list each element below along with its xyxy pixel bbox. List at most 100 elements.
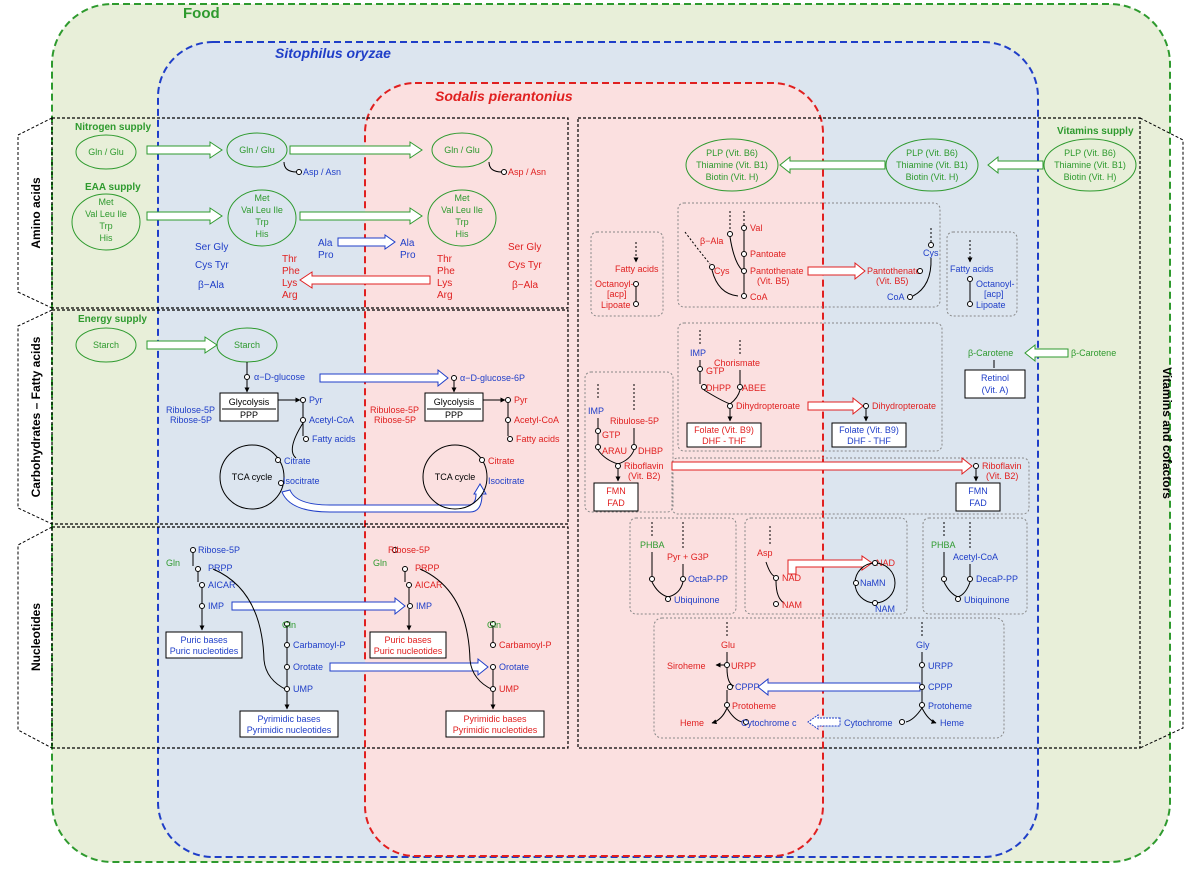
sym-thiamine: Thiamine (Vit. B1) bbox=[696, 160, 768, 170]
folate-dhpp: DHPP bbox=[706, 383, 731, 393]
host-beta-ala: β−Ala bbox=[198, 280, 224, 291]
host-ubi-acetyl-coa: Acetyl-CoA bbox=[953, 552, 998, 562]
sym-carbamoyl-node bbox=[490, 642, 496, 648]
host-pantothenate: Pantothenate bbox=[867, 266, 921, 276]
heme-glu: Glu bbox=[721, 640, 735, 650]
protoheme-to-heme bbox=[711, 707, 728, 725]
sym-heme: Heme bbox=[680, 718, 704, 728]
host-fad: FAD bbox=[969, 498, 987, 508]
host-asp-path bbox=[283, 161, 298, 173]
host-protoheme-node bbox=[919, 702, 925, 708]
sym-ump-node bbox=[490, 686, 496, 692]
sym-fmn-box bbox=[593, 482, 639, 512]
host-folate: Folate (Vit. B9) bbox=[839, 425, 899, 435]
folate-panel bbox=[677, 322, 943, 452]
starch-import-arrow bbox=[146, 336, 218, 354]
dihydropteroate-transfer-arrow bbox=[807, 396, 864, 416]
host-tca-circle bbox=[219, 444, 285, 510]
host-biotin: Biotin (Vit. H) bbox=[906, 172, 959, 182]
title-food: Food bbox=[183, 5, 220, 22]
sym-ubiquinone-node bbox=[665, 596, 671, 602]
host-cppp-node bbox=[919, 684, 925, 690]
host-phba: PHBA bbox=[931, 540, 956, 550]
sym-nuc-gln: Gln bbox=[373, 558, 387, 568]
host-citrate: Citrate bbox=[284, 456, 311, 466]
vitamins-supply-label: Vitamins supply bbox=[1057, 126, 1134, 137]
sym-nam-node bbox=[773, 601, 779, 607]
host-coa-node bbox=[907, 294, 913, 300]
dhpp-abee-merge bbox=[703, 389, 741, 405]
folate-abee: ABEE bbox=[742, 383, 766, 393]
nitrogen-supply-label: Nitrogen supply bbox=[75, 122, 152, 133]
host-orotate: Orotate bbox=[293, 662, 323, 672]
host-nuc-gln2: Gln bbox=[282, 620, 296, 630]
sym-siroheme: Siroheme bbox=[667, 661, 706, 671]
host-cppp: CPPP bbox=[928, 682, 953, 692]
sym-riboflavin-b2: (Vit. B2) bbox=[628, 471, 660, 481]
host-ubiquinone-node bbox=[955, 596, 961, 602]
section-frame-vitamins bbox=[1139, 117, 1184, 749]
host-ala: Ala bbox=[318, 238, 333, 249]
host-vit-ellipse bbox=[885, 138, 979, 192]
sym-asp-asn: Asp / Asn bbox=[508, 167, 546, 177]
sym-dhf-thf: DHF - THF bbox=[702, 436, 746, 446]
host-pro: Pro bbox=[318, 250, 334, 261]
sym-lys: Lys bbox=[437, 278, 452, 289]
food-trp: Trp bbox=[99, 221, 112, 231]
sym-riboflavin: Riboflavin bbox=[624, 461, 664, 471]
host-prpp-orotate-path bbox=[212, 568, 288, 691]
nad-to-nam bbox=[775, 580, 785, 604]
host-puric-box bbox=[165, 631, 243, 659]
sym-glycolysis-box bbox=[424, 392, 484, 422]
food-beta-carotene: β-Carotene bbox=[1071, 348, 1116, 358]
host-ubiquinone: Ubiquinone bbox=[964, 595, 1010, 605]
sym-acetyl-coa: Acetyl-CoA bbox=[514, 415, 559, 425]
sym-fa-node bbox=[507, 436, 513, 442]
host-protoheme: Protoheme bbox=[928, 701, 972, 711]
pantothenate-transfer-arrow bbox=[807, 261, 866, 281]
ribo-gtp-node bbox=[595, 428, 601, 434]
vitamins-panel bbox=[577, 117, 1141, 749]
host-nam-node bbox=[872, 600, 878, 606]
host-fatty-acids: Fatty acids bbox=[312, 434, 356, 444]
sym-cys-tyr: Cys Tyr bbox=[508, 260, 542, 271]
ala-pro-arrow bbox=[337, 234, 396, 250]
riboflavin-panel bbox=[584, 371, 674, 513]
host-lys: Lys bbox=[282, 278, 297, 289]
gln-import-arrow bbox=[146, 141, 223, 159]
host-namn-node bbox=[853, 580, 859, 586]
sym-asp-path bbox=[488, 161, 503, 173]
sym-nuc-ribose-5p: Ribose-5P bbox=[388, 545, 430, 555]
sym-pyr-g3p: Pyr + G3P bbox=[667, 552, 709, 562]
sym-isocitrate: Isocitrate bbox=[488, 476, 525, 486]
host-cys-node bbox=[928, 242, 934, 248]
sym-puric-box bbox=[369, 631, 447, 659]
host-val-leu-ile: Val Leu Ile bbox=[241, 205, 283, 215]
food-biotin: Biotin (Vit. H) bbox=[1064, 172, 1117, 182]
gln-transfer-arrow bbox=[289, 141, 423, 159]
host-acetyl-coa: Acetyl-CoA bbox=[309, 415, 354, 425]
retinol-vit-a: (Vit. A) bbox=[982, 385, 1009, 395]
title-host: Sitophilus oryzae bbox=[275, 45, 391, 61]
sym-phba: PHBA bbox=[640, 540, 665, 550]
thr-export-arrow bbox=[299, 271, 431, 289]
sym-carbamoyl-p: Carbamoyl-P bbox=[499, 640, 552, 650]
sym-ppp: PPP bbox=[445, 410, 463, 420]
host-his: His bbox=[256, 229, 269, 239]
host-phba-node bbox=[941, 576, 947, 582]
sym-folate: Folate (Vit. B9) bbox=[694, 425, 754, 435]
sym-cys-node bbox=[709, 264, 715, 270]
host-glucose-node bbox=[244, 374, 250, 380]
riboflavin-transfer-arrow bbox=[671, 456, 973, 476]
panto-cys: Cys bbox=[714, 266, 730, 276]
host-pyrimidic-bases: Pyrimidic bases bbox=[257, 714, 321, 724]
host-imp: IMP bbox=[208, 601, 224, 611]
sym-tca-label: TCA cycle bbox=[435, 472, 476, 482]
carotene-import-arrow bbox=[1024, 343, 1069, 363]
sym-imp: IMP bbox=[416, 601, 432, 611]
sym-ribose5p-node bbox=[392, 547, 398, 553]
sym-thr: Thr bbox=[437, 254, 453, 265]
host-met: Met bbox=[254, 193, 270, 203]
sym-prpp: PRPP bbox=[415, 563, 440, 573]
